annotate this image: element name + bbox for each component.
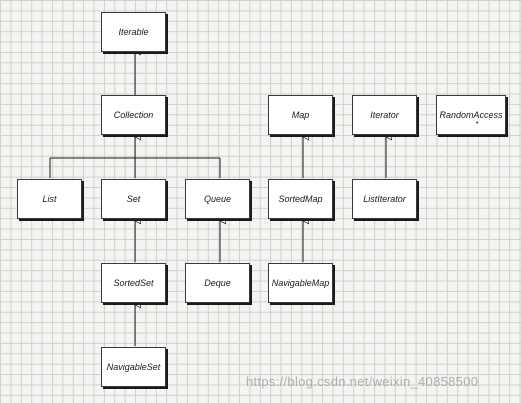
node-iterable: Iterable (101, 12, 166, 52)
node-navigable-map: NavigableMap (268, 263, 333, 303)
random-access-dot: • (476, 120, 479, 127)
watermark-text: https://blog.csdn.net/weixin_40858500 (246, 374, 479, 389)
node-navigable-set: NavigableSet (101, 347, 166, 387)
node-map: Map (268, 95, 333, 135)
node-set: Set (101, 179, 166, 219)
node-list: List (17, 179, 82, 219)
node-deque: Deque (185, 263, 250, 303)
node-random-access: RandomAccess (436, 95, 506, 135)
node-sorted-map: SortedMap (268, 179, 333, 219)
node-list-iterator: ListIterator (352, 179, 417, 219)
node-collection: Collection (101, 95, 166, 135)
node-iterator: Iterator (352, 95, 417, 135)
node-queue: Queue (185, 179, 250, 219)
node-sorted-set: SortedSet (101, 263, 166, 303)
